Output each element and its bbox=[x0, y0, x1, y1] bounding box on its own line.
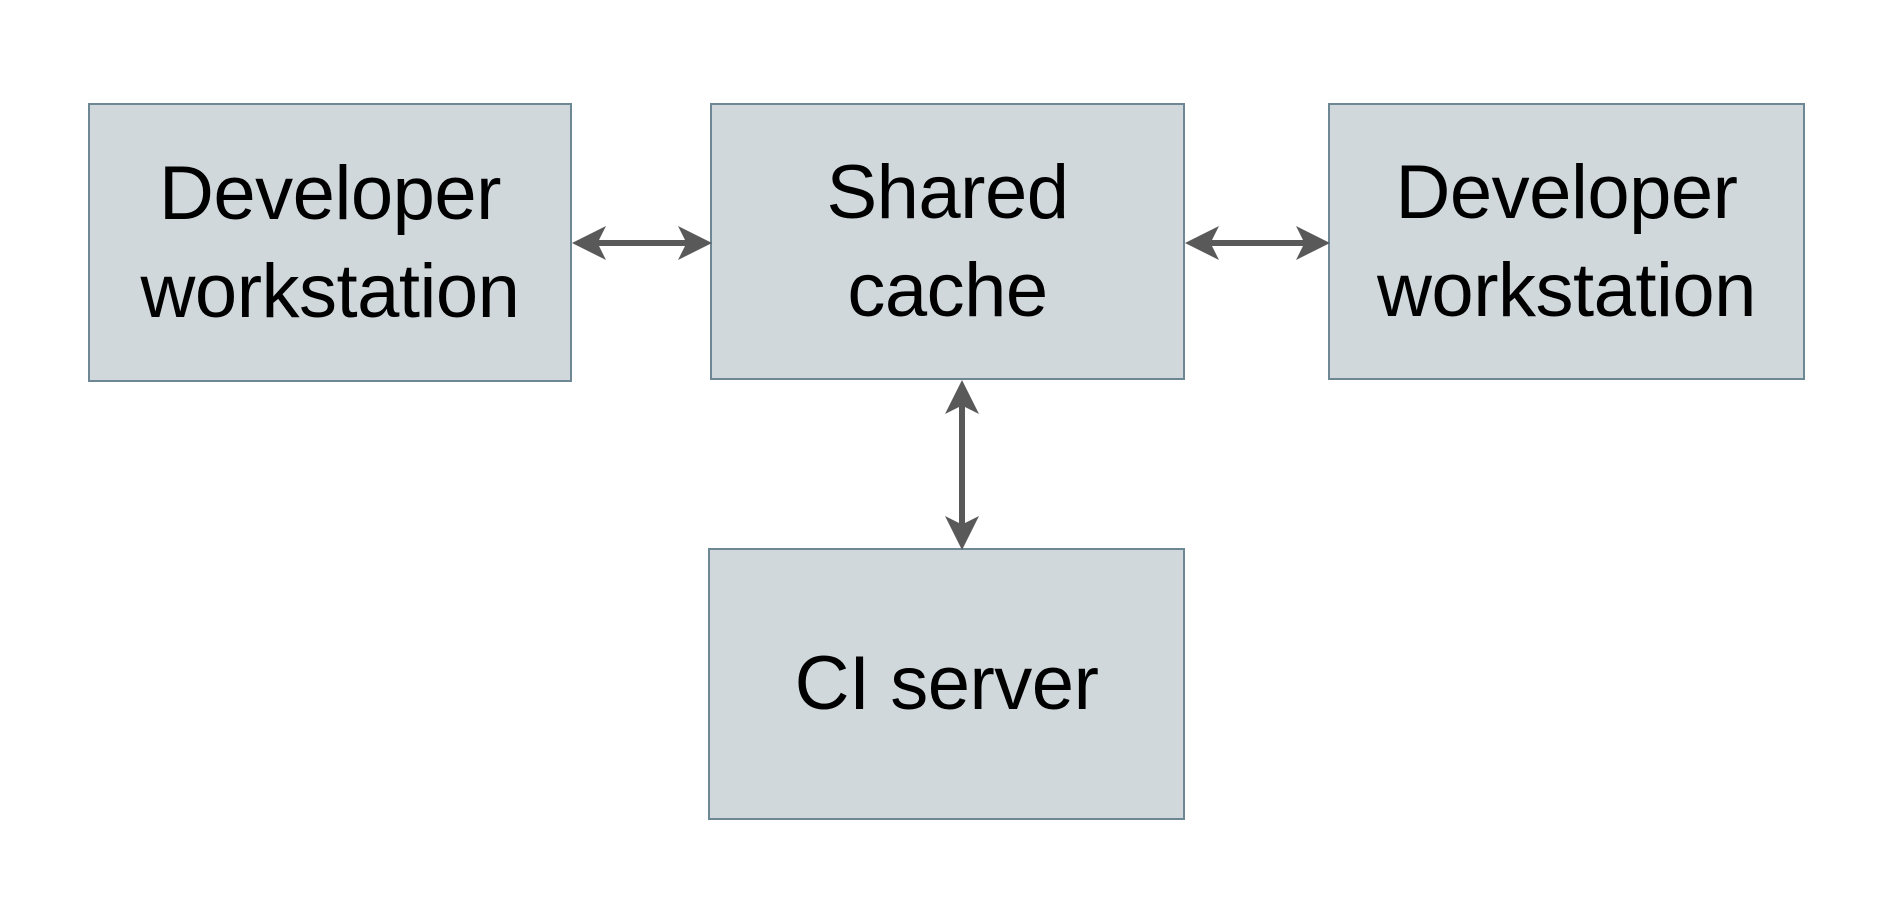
node-shared-cache[interactable]: Shared cache bbox=[710, 103, 1185, 380]
double-arrow-icon bbox=[1185, 226, 1330, 260]
double-arrow-icon bbox=[945, 380, 979, 550]
node-developer-workstation-left[interactable]: Developer workstation bbox=[88, 103, 572, 382]
node-ci-server[interactable]: CI server bbox=[708, 548, 1185, 820]
connector-shared-cache-to-ci-server[interactable] bbox=[941, 380, 983, 550]
node-label: Developer workstation bbox=[1377, 149, 1756, 333]
node-label: Developer workstation bbox=[140, 150, 520, 334]
node-label: Shared cache bbox=[826, 149, 1069, 333]
node-label: CI server bbox=[794, 641, 1099, 726]
double-arrow-icon bbox=[572, 226, 712, 260]
node-developer-workstation-right[interactable]: Developer workstation bbox=[1328, 103, 1805, 380]
connector-shared-cache-to-right-workstation[interactable] bbox=[1185, 222, 1330, 264]
connector-left-workstation-to-shared-cache[interactable] bbox=[572, 222, 712, 264]
